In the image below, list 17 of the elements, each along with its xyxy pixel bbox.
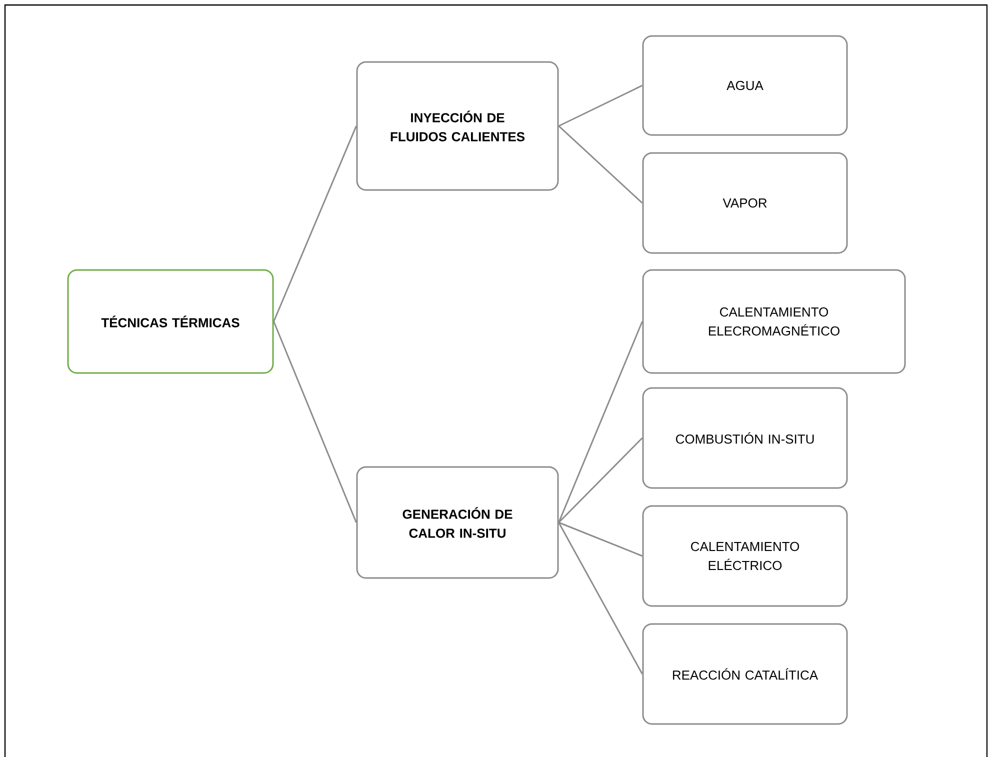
connector-line — [558, 522, 643, 557]
technique-box: COMBUSTIÓN IN-SITU — [642, 387, 848, 489]
connector-line — [558, 437, 643, 524]
technique-box: AGUA — [642, 35, 848, 136]
connector-line — [558, 125, 643, 204]
category-box: GENERACIÓN DE CALOR IN-SITU — [356, 466, 559, 579]
technique-box: VAPOR — [642, 152, 848, 254]
technique-box: CALENTAMIENTO ELÉCTRICO — [642, 505, 848, 607]
category-box: TÉCNICAS TÉRMICAS — [67, 269, 274, 374]
connector-line — [273, 321, 357, 523]
technique-box: REACCIÓN CATALÍTICA — [642, 623, 848, 725]
connector-line — [558, 522, 643, 674]
technique-box: CALENTAMIENTO ELECROMAGNÉTICO — [642, 269, 906, 374]
connector-line — [558, 321, 643, 523]
category-box: INYECCIÓN DE FLUIDOS CALIENTES — [356, 61, 559, 191]
connector-line — [558, 84, 643, 127]
connector-line — [273, 126, 357, 322]
